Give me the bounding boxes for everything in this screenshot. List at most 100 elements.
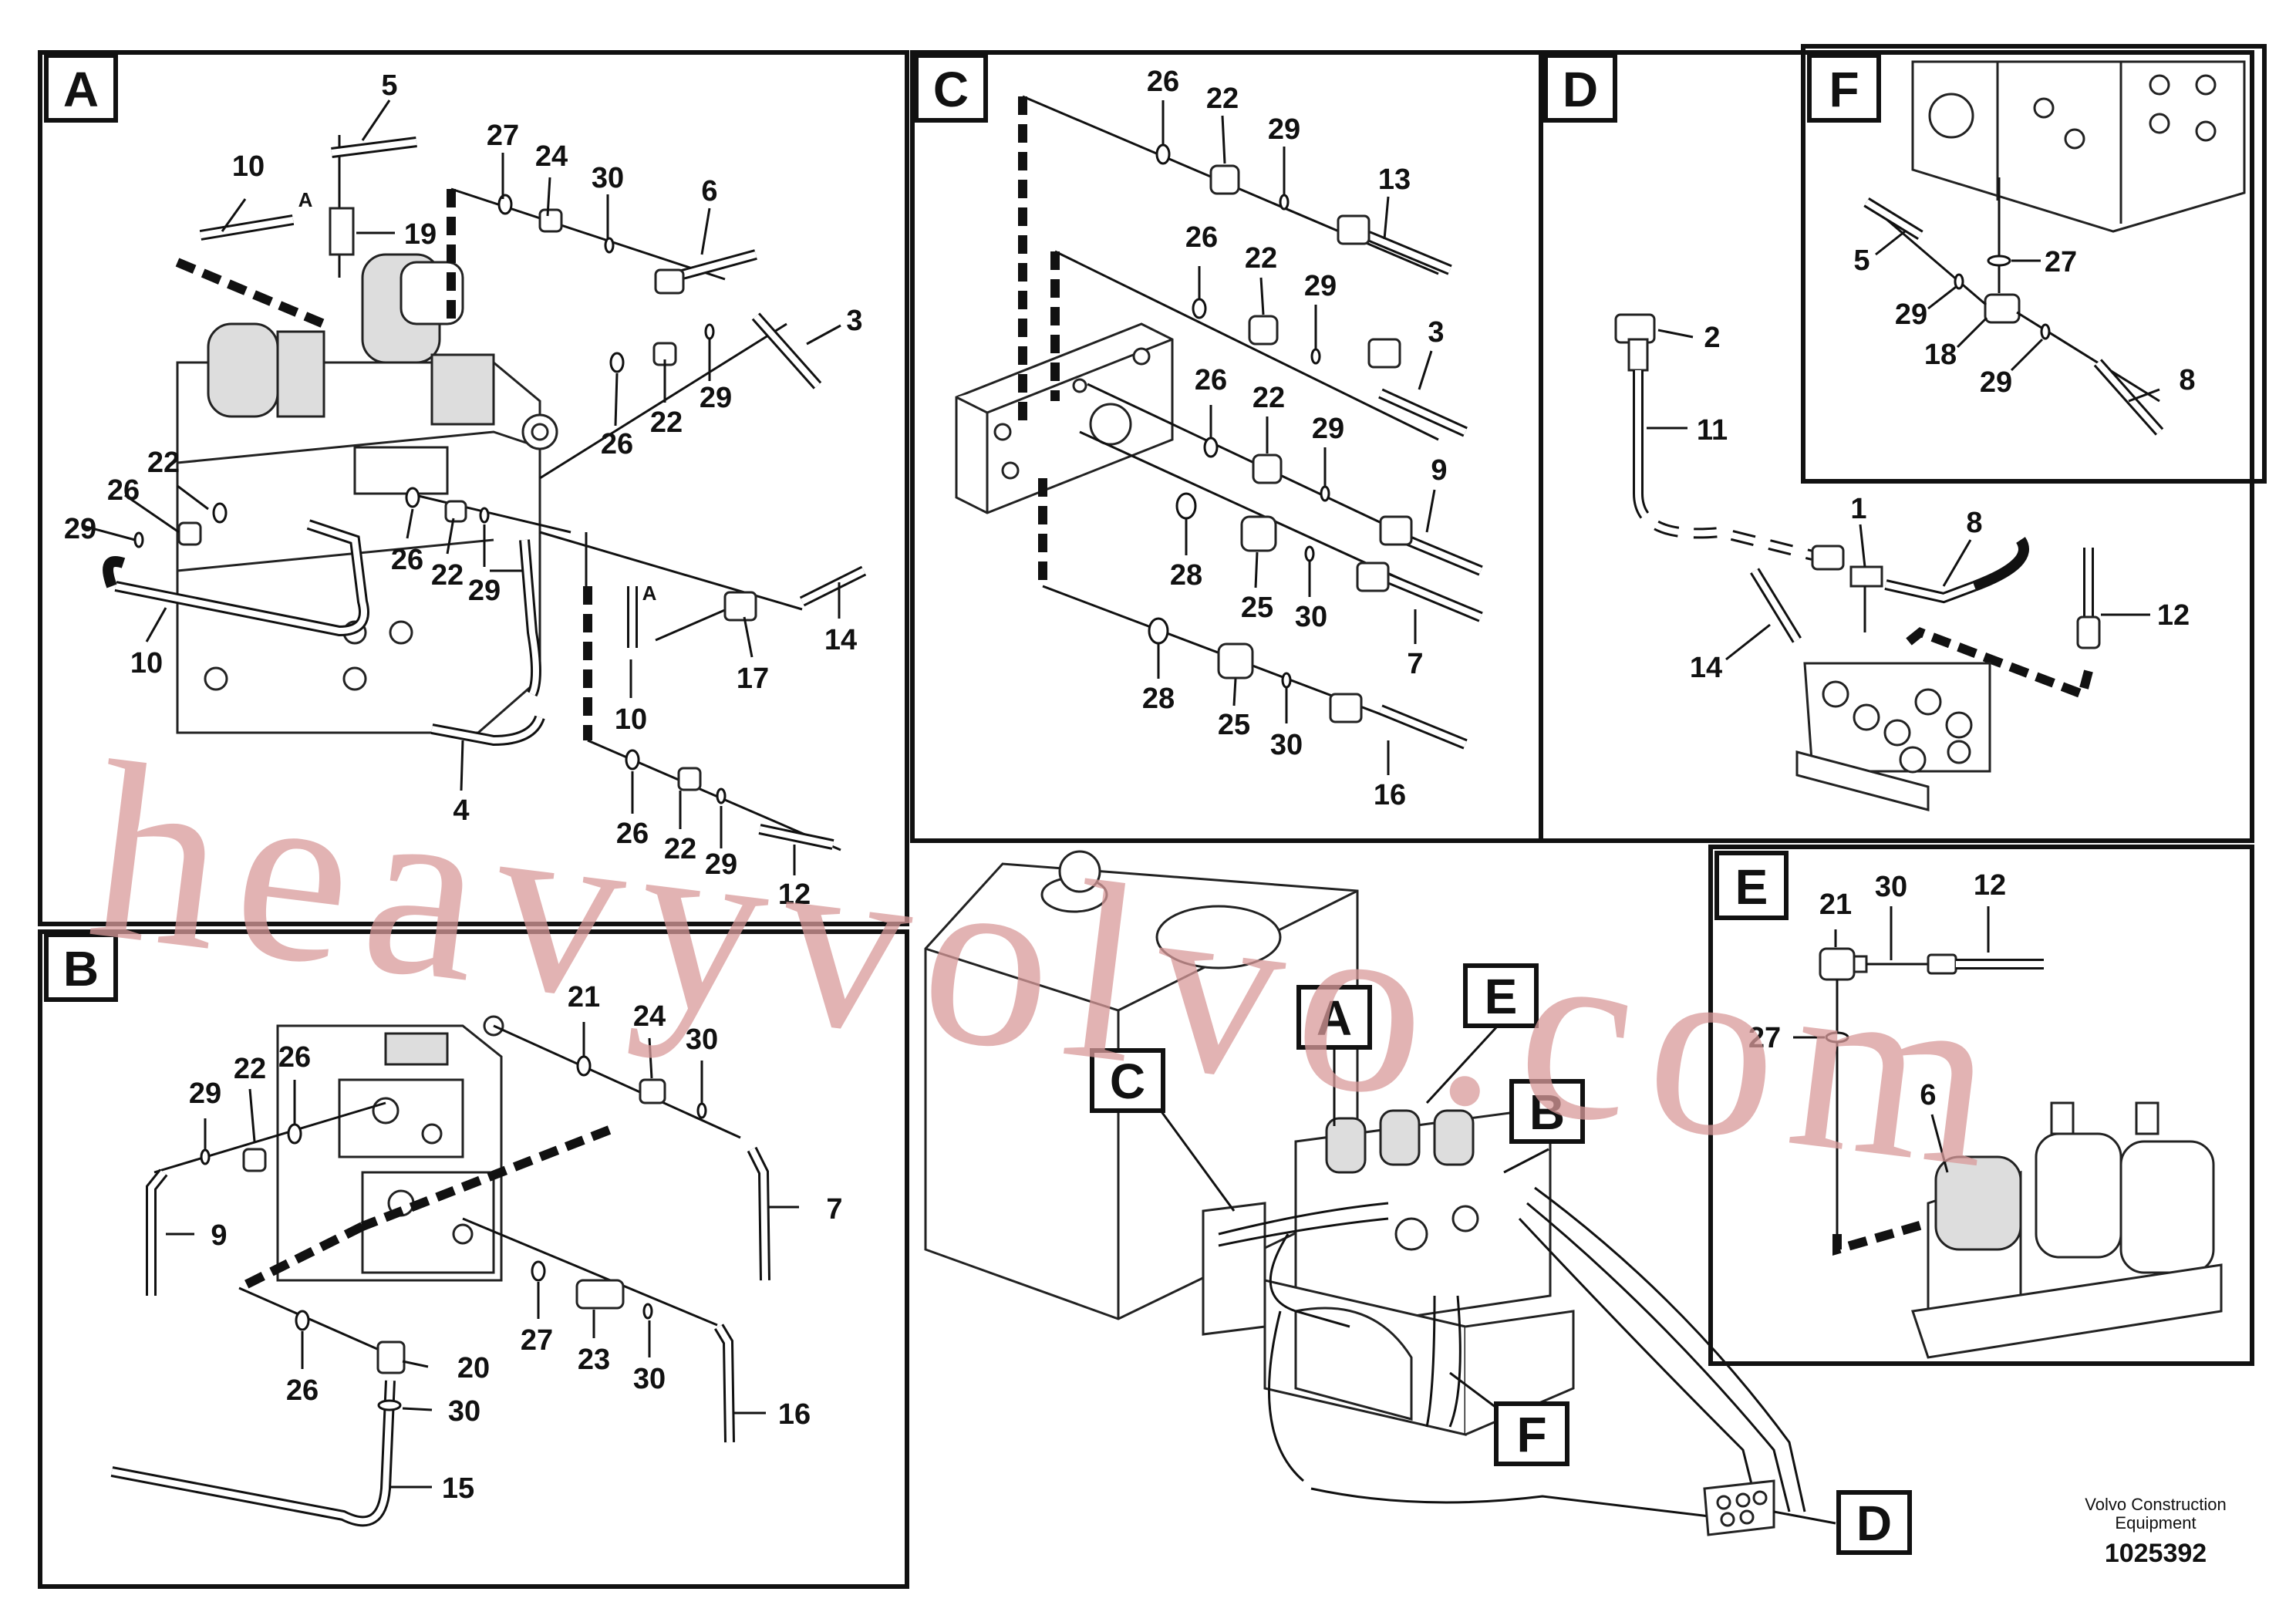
callout: 23 [578, 1344, 610, 1376]
callout: 22 [1253, 382, 1285, 414]
overview-label-c: C [1110, 1054, 1145, 1109]
panel-a-frame [38, 50, 909, 926]
panel-f-frame [1801, 44, 2267, 484]
callout: 22 [1245, 242, 1277, 275]
callout: 16 [1374, 779, 1406, 811]
callout: 26 [278, 1041, 311, 1074]
panel-a-tag: A [44, 53, 118, 123]
callout: 17 [737, 663, 769, 695]
callout: 1 [1850, 493, 1866, 525]
callout: 10 [130, 647, 163, 679]
inline-mark: A [298, 188, 313, 211]
callout: 6 [1920, 1079, 1936, 1111]
callout: 16 [778, 1398, 811, 1431]
overview-tag-e: E [1463, 963, 1539, 1028]
panel-e-label: E [1735, 859, 1768, 915]
callout: 10 [232, 150, 265, 183]
callout: 22 [431, 559, 464, 592]
callout: 24 [633, 1000, 666, 1033]
panel-a-drawing: 10 5 19 27 24 30 6 3 29 22 26 22 26 29 2… [64, 69, 867, 911]
callout: 26 [1147, 66, 1179, 98]
callout: 15 [442, 1472, 474, 1505]
callout: 26 [1185, 221, 1218, 254]
callout: 30 [448, 1395, 480, 1428]
inline-mark: A [642, 582, 657, 605]
callout: 22 [1206, 83, 1239, 115]
callout: 29 [1312, 413, 1344, 445]
panel-e-drawing: 21 30 12 27 6 [1748, 869, 2223, 1359]
overview-label-a: A [1317, 990, 1352, 1046]
panel-e-tag: E [1714, 851, 1789, 920]
callout: 30 [592, 162, 624, 194]
callout: 25 [1218, 709, 1250, 741]
callout: 22 [650, 406, 683, 439]
callout: 3 [846, 305, 862, 337]
callout: 9 [211, 1219, 227, 1252]
document-number: 1025392 [2105, 1539, 2207, 1568]
overview-label-b: B [1529, 1084, 1565, 1140]
callout: 7 [1407, 648, 1423, 680]
callout: 7 [826, 1193, 842, 1226]
callout: 18 [1924, 339, 1957, 371]
callout: 26 [1195, 364, 1227, 396]
callout: 6 [701, 175, 717, 207]
callout: 3 [1428, 316, 1444, 349]
callout: 24 [535, 140, 568, 173]
callout: 12 [778, 878, 811, 911]
callout: 5 [381, 69, 397, 102]
callout: 29 [1304, 270, 1337, 302]
overview-tag-a: A [1296, 985, 1372, 1050]
overview-label-d: D [1856, 1496, 1892, 1551]
panel-b-drawing: 29 22 26 21 24 30 9 7 27 23 30 16 26 20 … [110, 981, 843, 1527]
callout: 10 [615, 703, 647, 736]
callout: 8 [1966, 507, 1982, 539]
panel-b-tag: B [44, 932, 118, 1002]
company-name-line2: Equipment [2115, 1513, 2196, 1533]
panel-d-label: D [1563, 62, 1598, 117]
panel-d-frame [1539, 50, 2254, 843]
callout: 21 [568, 981, 600, 1013]
callout: 30 [1295, 601, 1327, 633]
callout: 29 [189, 1077, 221, 1110]
callout: 14 [1690, 652, 1722, 684]
callout: 27 [2045, 246, 2077, 278]
callout: 30 [1270, 729, 1303, 761]
overview-label-e: E [1485, 969, 1518, 1024]
callout: 26 [616, 818, 649, 850]
callout: 8 [2179, 364, 2195, 396]
callout: 29 [1268, 113, 1300, 146]
callout: 19 [404, 218, 437, 251]
callout: 29 [1895, 298, 1927, 331]
panel-b-frame [38, 929, 909, 1589]
callout: 28 [1170, 559, 1202, 592]
overview-tag-f: F [1494, 1401, 1569, 1466]
callout: 9 [1431, 454, 1447, 487]
callout: 26 [107, 474, 140, 507]
overview-tag-c: C [1090, 1048, 1165, 1113]
overview-tag-d: D [1836, 1490, 1912, 1555]
callout: 22 [234, 1053, 266, 1085]
callout: 30 [686, 1023, 718, 1056]
panel-f-label: F [1829, 62, 1859, 117]
callout: 25 [1241, 592, 1273, 624]
callout: 20 [457, 1352, 490, 1384]
overview-label-f: F [1516, 1407, 1546, 1462]
callout: 14 [824, 624, 857, 656]
callout: 29 [468, 575, 501, 607]
panel-f-drawing: 5 27 29 18 29 8 [1853, 60, 2246, 436]
panel-d-drawing: 2 11 1 8 12 14 [1614, 313, 2190, 811]
callout: 5 [1853, 244, 1870, 277]
callout: 27 [1748, 1022, 1781, 1054]
panel-e-frame [1708, 845, 2254, 1366]
callout: 4 [453, 794, 469, 827]
callout: 22 [664, 833, 696, 865]
callout: 28 [1142, 683, 1175, 715]
panel-c-drawing: 26 22 29 13 26 22 29 3 26 22 29 9 28 25 … [955, 66, 1483, 811]
callout: 29 [1980, 366, 2012, 399]
callout: 29 [700, 382, 732, 414]
callout: 22 [147, 447, 180, 479]
callout: 12 [2157, 599, 2190, 632]
callout: 27 [487, 120, 519, 152]
callout: 11 [1697, 414, 1728, 447]
